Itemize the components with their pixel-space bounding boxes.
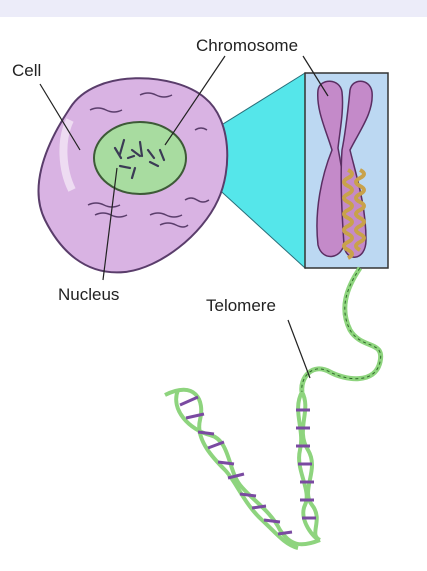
nucleus-shape <box>94 122 186 194</box>
telomere-leader <box>288 320 310 378</box>
label-cell: Cell <box>12 62 41 79</box>
label-chromosome: Chromosome <box>196 37 298 54</box>
label-nucleus: Nucleus <box>58 286 119 303</box>
label-telomere: Telomere <box>206 297 276 314</box>
